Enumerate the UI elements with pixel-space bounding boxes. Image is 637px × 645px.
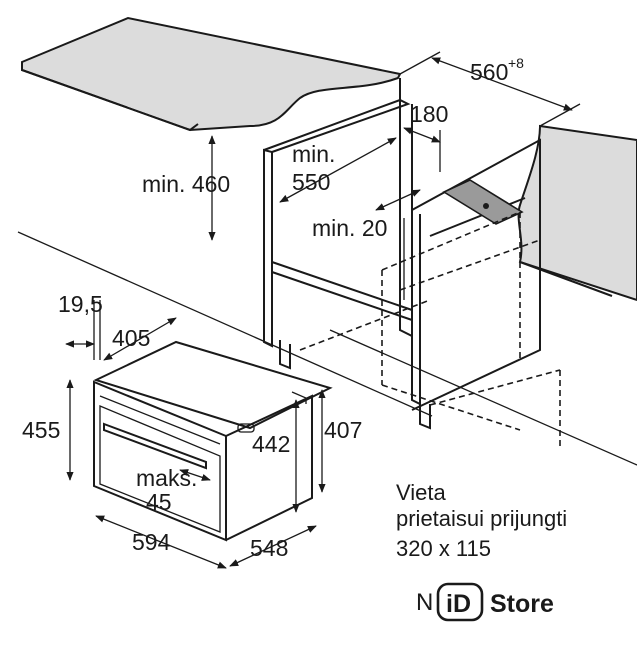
connection-note-line1: Vieta (396, 480, 447, 505)
cabinet-right-plinth (411, 210, 421, 406)
connection-area-outline (381, 211, 561, 450)
worktop-right (517, 124, 637, 302)
min-height-label: min. 460 (142, 171, 230, 197)
brand-suffix: Store (490, 590, 554, 618)
min-depth-arrow (279, 137, 397, 203)
control-knob (237, 423, 255, 433)
control-panel-line (99, 395, 221, 445)
door-depth-arrow (103, 317, 177, 361)
device-depth-arrow (229, 525, 317, 567)
appliance-front-frame (93, 380, 227, 542)
cabinet-right-wall (411, 138, 541, 411)
cabinet-left-top (263, 98, 411, 153)
width-arrow (431, 57, 573, 111)
door-handle (103, 422, 207, 470)
device-depth-label: 548 (250, 535, 288, 561)
cabinet-left-wall (263, 148, 273, 348)
worktop-right-edge (519, 261, 613, 297)
min-depth-value: 550 (292, 169, 330, 195)
brand-badge (436, 582, 484, 622)
rear-vent-depth-label: 180 (410, 101, 448, 127)
device-width-arrow (95, 515, 227, 569)
device-width-label: 594 (132, 529, 171, 555)
cabinet-shelf-front (271, 271, 413, 321)
min-gap-arrow (375, 189, 421, 211)
appliance-side (225, 394, 313, 541)
brand-prefix: iD (446, 590, 471, 618)
vent-arrow (403, 127, 441, 143)
appliance-rear-fin (291, 391, 307, 404)
niche-width-tolerance: +8 (508, 55, 524, 71)
side-height-label: 407 (324, 417, 362, 443)
connection-note-line2: prietaisui prijungti (396, 506, 567, 531)
device-height-label: 455 (22, 417, 60, 443)
rear-vent-block (442, 179, 524, 225)
cabinet-shelf (271, 261, 413, 311)
cabinet-left-foot (279, 340, 291, 370)
inner-height-label: 442 (252, 431, 290, 457)
vent-socket-dot (483, 203, 489, 209)
min-gap-label: min. 20 (312, 215, 387, 241)
worktop-left-edge (21, 62, 199, 132)
min-depth-label: min. (292, 141, 335, 167)
floor-line (17, 231, 433, 417)
cabinet-right-foot (419, 400, 431, 430)
max-arrow (179, 469, 211, 481)
floor-line-right (329, 329, 637, 466)
front-offset-label: 19,5 (58, 291, 103, 317)
max-label: maks. (136, 465, 197, 491)
width-guide-left (399, 51, 441, 75)
width-guide-right (539, 103, 581, 127)
niche-width-label: 560 (470, 59, 508, 85)
max-value: 45 (146, 489, 172, 515)
door-depth-label: 405 (112, 325, 150, 351)
connection-guide (299, 299, 431, 351)
worktop-left (21, 16, 402, 132)
watermark-partial-letter: N (416, 589, 433, 616)
connection-note-line3: 320 x 115 (396, 536, 491, 561)
